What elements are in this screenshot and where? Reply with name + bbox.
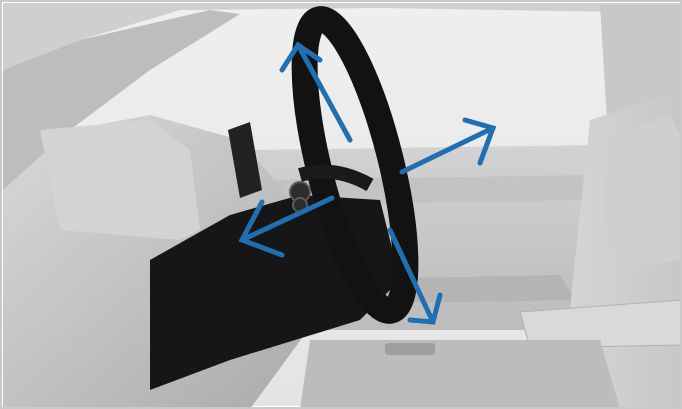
center-console: [300, 340, 620, 409]
console-switch: [385, 343, 435, 355]
seat-backrest: [600, 115, 682, 270]
